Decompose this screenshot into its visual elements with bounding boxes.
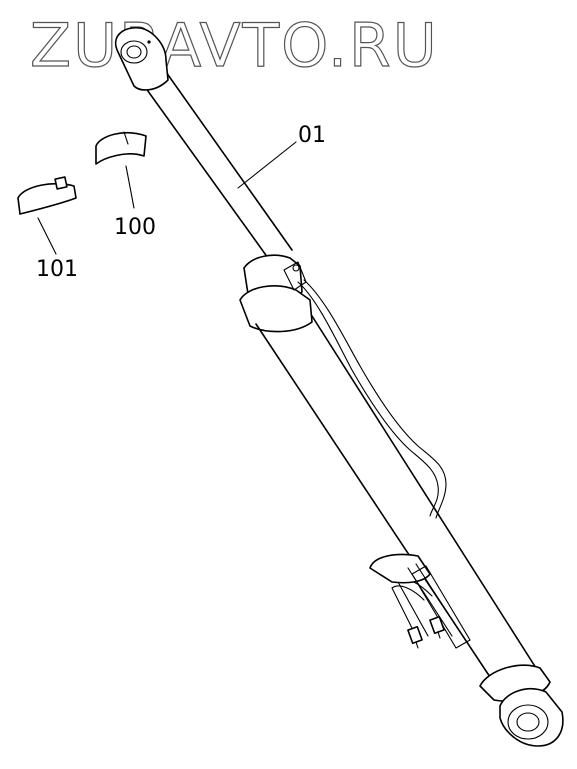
leader-101 — [37, 217, 57, 255]
gland-housing — [239, 254, 313, 333]
leader-lines — [37, 141, 297, 255]
cylinder-tube — [255, 315, 537, 681]
callout-01: 01 — [298, 123, 326, 148]
leader-01 — [237, 141, 297, 189]
bottom-mounting-eye — [499, 688, 564, 747]
watermark-text: ZURAVTO.RU — [30, 11, 439, 81]
hydraulic-lines — [297, 279, 447, 641]
hydraulic-cylinder — [115, 27, 564, 747]
ring-101 — [17, 176, 77, 215]
piston-rod — [139, 71, 293, 259]
pipe-bracket — [369, 553, 471, 649]
callout-101: 101 — [36, 257, 78, 282]
split-ring-100 — [95, 131, 147, 165]
leader-100 — [125, 165, 135, 209]
callout-100: 100 — [114, 215, 156, 240]
rod-eye — [115, 27, 169, 91]
